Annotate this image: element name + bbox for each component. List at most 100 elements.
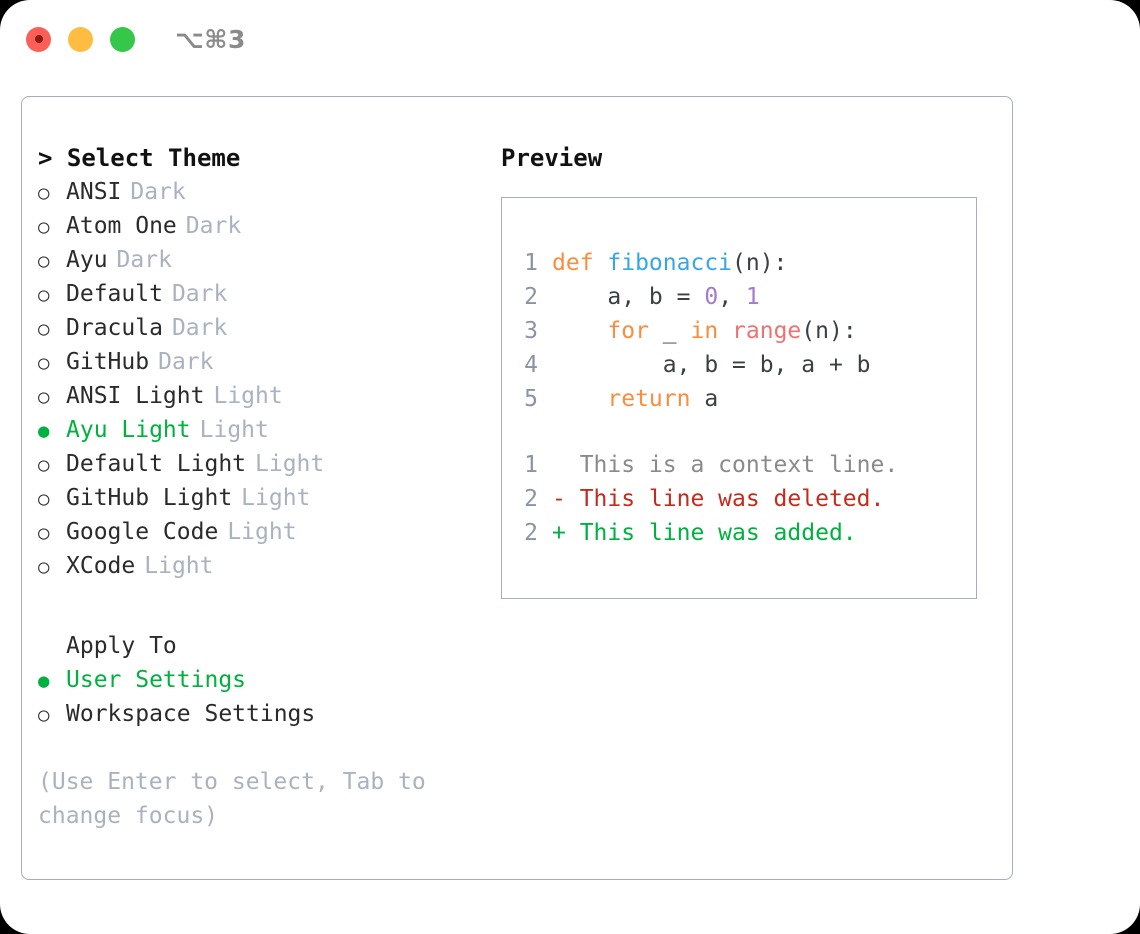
- line-number: 3: [524, 318, 538, 344]
- theme-variant-tag: Light: [255, 451, 325, 477]
- radio-unselected-icon: ○: [38, 556, 50, 578]
- token-kw: for: [607, 318, 649, 344]
- diff-line: 2- This line was deleted.: [502, 482, 976, 516]
- token-kw: return: [607, 386, 691, 412]
- theme-option-label: Atom One: [66, 213, 177, 239]
- theme-option-label: Dracula: [66, 315, 163, 341]
- token-txt: ,: [718, 284, 746, 310]
- theme-variant-tag: Light: [199, 417, 269, 443]
- code-text: return a: [552, 382, 718, 416]
- theme-option-default[interactable]: ○ Default Dark: [38, 277, 488, 311]
- radio-unselected-icon: ○: [38, 352, 50, 374]
- code-line: 2 a, b = 0, 1: [502, 280, 976, 314]
- code-line: 3 for _ in range(n):: [502, 314, 976, 348]
- token-num: 1: [745, 284, 760, 310]
- select-theme-heading: > Select Theme: [38, 144, 241, 172]
- apply-to-heading: Apply To: [66, 633, 177, 659]
- code-text: + This line was added.: [552, 516, 857, 550]
- token-bi: range: [732, 318, 802, 344]
- theme-option-label: GitHub: [66, 349, 150, 375]
- theme-option-label: Google Code: [66, 519, 219, 545]
- apply-to-option-workspace-settings[interactable]: ○ Workspace Settings: [38, 697, 488, 731]
- theme-option-label: Default: [66, 281, 163, 307]
- minimize-button-icon[interactable]: [68, 26, 93, 52]
- token-txt: (n):: [732, 250, 788, 276]
- keyboard-hint-text: (Use Enter to select, Tab to change focu…: [38, 769, 426, 829]
- token-txt: a, b =: [552, 284, 705, 310]
- theme-option-label: Ayu Light: [66, 417, 191, 443]
- theme-variant-tag: Dark: [171, 281, 228, 307]
- token-txt: _: [648, 318, 691, 344]
- radio-unselected-icon: ○: [38, 704, 50, 726]
- theme-option-ansi-light[interactable]: ○ ANSI Light Light: [38, 379, 488, 413]
- preview-heading: Preview: [501, 144, 603, 172]
- radio-unselected-icon: ○: [38, 284, 50, 306]
- radio-unselected-icon: ○: [38, 250, 50, 272]
- theme-option-label: ANSI: [66, 179, 122, 205]
- token-kw: def: [552, 250, 608, 276]
- theme-option-label: ANSI Light: [66, 383, 205, 409]
- token-txt: [718, 318, 732, 344]
- code-text: This is a context line.: [552, 448, 899, 482]
- line-number: 1: [524, 452, 538, 478]
- keyboard-shortcut-label: ⌥⌘3: [175, 24, 246, 54]
- theme-variant-tag: Light: [241, 485, 311, 511]
- line-number: 1: [524, 250, 538, 276]
- line-number: 2: [524, 284, 538, 310]
- apply-to-option-user-settings[interactable]: ●User Settings: [38, 663, 488, 697]
- code-line: 5 return a: [502, 382, 976, 416]
- diff-line: 1 This is a context line.: [502, 448, 976, 482]
- radio-unselected-icon: ○: [38, 522, 50, 544]
- theme-option-default-light[interactable]: ○ Default Light Light: [38, 447, 488, 481]
- radio-unselected-icon: ○: [38, 454, 50, 476]
- theme-variant-tag: Dark: [185, 213, 242, 239]
- code-text: - This line was deleted.: [552, 482, 884, 516]
- code-text: for _ in range(n):: [552, 314, 857, 348]
- line-number: 2: [524, 520, 538, 546]
- token-add: + This line was added.: [552, 520, 857, 546]
- code-spacer: [502, 416, 976, 448]
- theme-option-label: Default Light: [66, 451, 247, 477]
- token-del: - This line was deleted.: [552, 486, 885, 512]
- close-button-icon[interactable]: [26, 26, 51, 52]
- theme-variant-tag: Dark: [158, 349, 214, 375]
- diff-sample: 1 This is a context line.2- This line wa…: [502, 448, 976, 550]
- theme-option-github[interactable]: ○ GitHub Dark: [38, 345, 488, 379]
- theme-variant-tag: Dark: [130, 179, 186, 205]
- diff-line: 2 + This line was added.: [502, 516, 976, 550]
- radio-unselected-icon: ○: [38, 386, 50, 408]
- token-kw: in: [690, 318, 719, 344]
- theme-option-label: Ayu: [66, 247, 108, 273]
- token-txt: [552, 318, 607, 344]
- code-text: a, b = b, a + b: [552, 348, 871, 382]
- window-controls: [26, 26, 135, 52]
- apply-to-option-label: Workspace Settings: [66, 701, 316, 727]
- line-number: 4: [524, 352, 538, 378]
- theme-option-label: GitHub Light: [66, 485, 233, 511]
- maximize-button-icon[interactable]: [110, 26, 135, 52]
- line-number: 5: [524, 386, 538, 412]
- theme-variant-tag: Dark: [171, 315, 228, 341]
- theme-variant-tag: Light: [213, 383, 283, 409]
- apply-to-list: ●User Settings ○ Workspace Settings: [38, 663, 488, 731]
- token-txt: (n):: [801, 318, 857, 344]
- token-txt: [552, 386, 607, 412]
- apply-to-option-label: User Settings: [66, 667, 247, 693]
- code-line: 4 a, b = b, a + b: [502, 348, 976, 382]
